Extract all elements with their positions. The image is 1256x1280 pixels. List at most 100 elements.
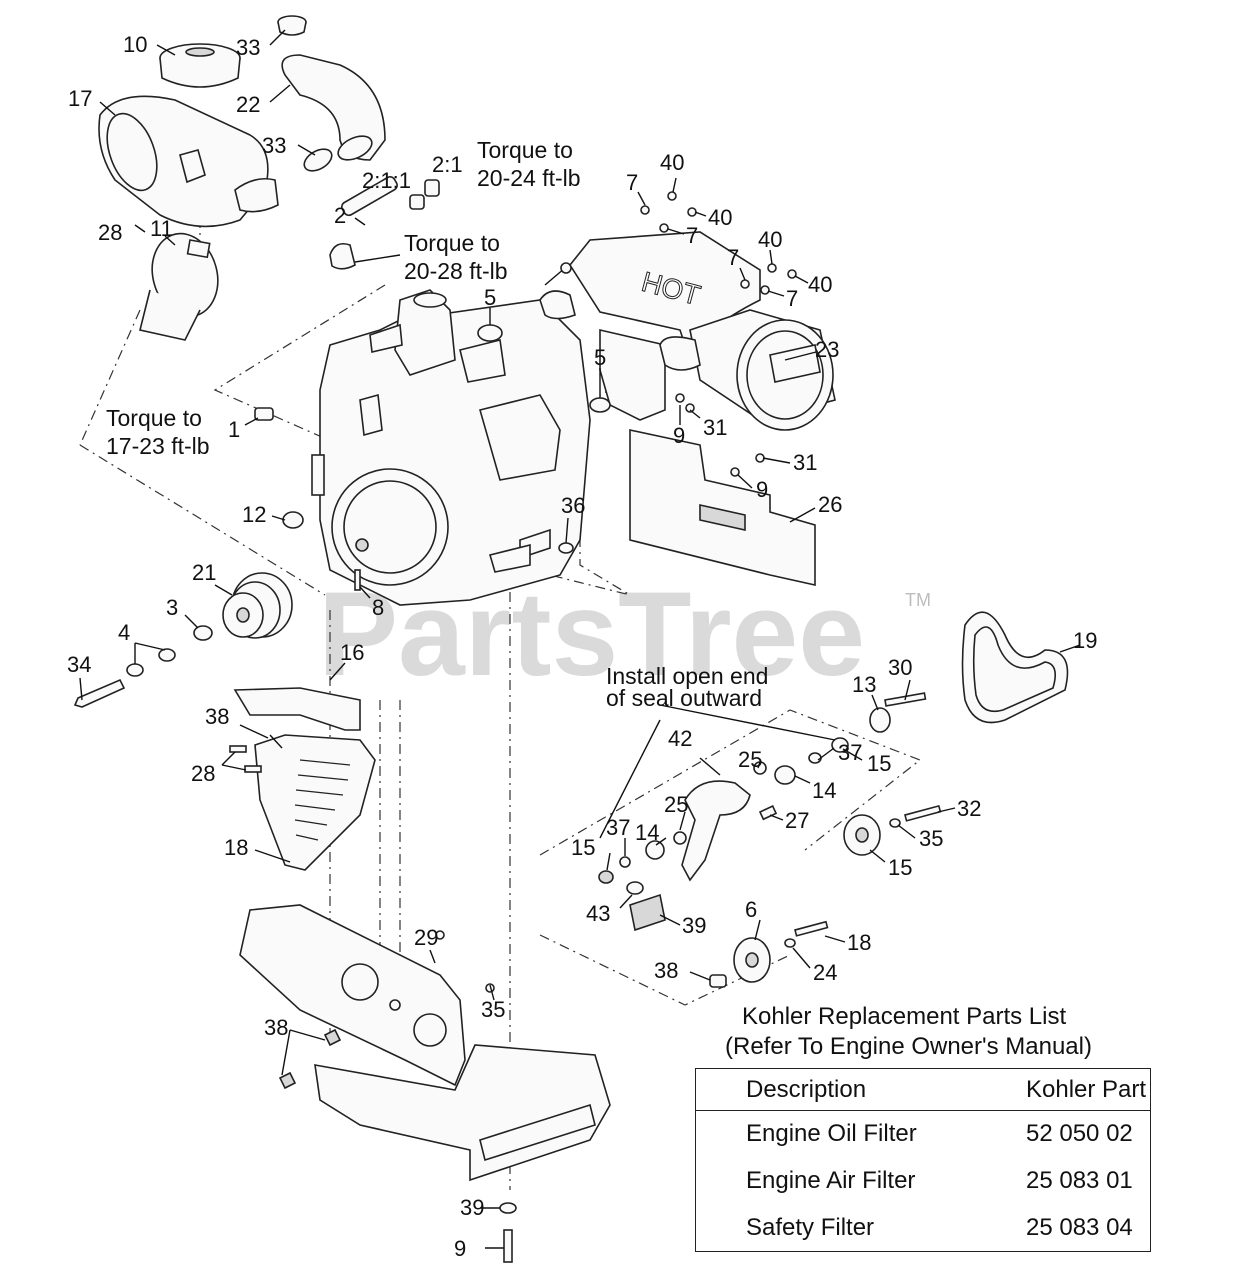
seal-note: of seal outward <box>606 685 762 711</box>
callout: 26 <box>818 492 842 517</box>
callout: 30 <box>888 655 912 680</box>
callout: 33 <box>262 133 286 158</box>
callout: 7 <box>686 223 698 248</box>
callout: 11 <box>150 216 173 241</box>
callout: 15 <box>571 835 595 860</box>
callout: 21 <box>192 560 216 585</box>
air-cleaner-bracket <box>134 224 219 341</box>
callout: 9 <box>756 477 768 502</box>
kohler-subtitle-line: (Refer To Engine Owner's Manual) <box>725 1033 1092 1060</box>
row-part-number: 25 083 04 <box>1026 1213 1133 1241</box>
torque-note: Torque to <box>404 230 500 256</box>
callout: 38 <box>654 958 678 983</box>
callout: 9 <box>673 423 685 448</box>
callout: 34 <box>67 652 91 677</box>
callout: 31 <box>703 415 727 440</box>
callout: 40 <box>808 272 832 297</box>
ratio-label: 2:1:1 <box>362 168 411 193</box>
torque-note: 20-28 ft-lb <box>404 258 508 284</box>
watermark-trademark: TM <box>905 590 931 610</box>
row-description: Engine Oil Filter <box>746 1120 917 1148</box>
torque-note: Torque to <box>477 137 573 163</box>
table-header-row: Description Kohler Part <box>695 1069 1151 1111</box>
callout: 7 <box>786 286 798 311</box>
callout: 5 <box>594 345 606 370</box>
callout: 23 <box>815 337 839 362</box>
kohler-parts-table: Description Kohler Part Engine Oil Filte… <box>695 1068 1151 1252</box>
callout: 5 <box>484 285 496 310</box>
callout: 14 <box>812 778 836 803</box>
header-description: Description <box>746 1075 867 1103</box>
callout: 22 <box>236 92 260 117</box>
callout: 29 <box>414 925 438 950</box>
callout: 35 <box>919 826 943 851</box>
callout: 28 <box>98 220 122 245</box>
callout: 40 <box>660 150 684 175</box>
kohler-title-line: Kohler Replacement Parts List <box>742 1003 1067 1030</box>
callout: 6 <box>745 897 757 922</box>
hardware <box>254 191 797 591</box>
leader-lines <box>79 29 1081 1249</box>
callout: 7 <box>727 245 739 270</box>
callout: 42 <box>668 726 692 751</box>
idler-arm-assembly <box>598 692 942 988</box>
callout: 31 <box>793 450 817 475</box>
callout: 27 <box>785 808 809 833</box>
callout: 40 <box>758 227 782 252</box>
callout: 28 <box>191 761 215 786</box>
callout: 40 <box>708 205 732 230</box>
header-kohler-part: Kohler Part <box>1026 1075 1147 1103</box>
table-row: Safety Filter 25 083 04 <box>696 1205 1151 1252</box>
callout: 33 <box>236 35 260 60</box>
callout: 13 <box>852 672 876 697</box>
callout: 9 <box>454 1236 466 1261</box>
kohler-parts-list-title: Kohler Replacement Parts List (Refer To … <box>700 1002 1160 1062</box>
callout: 16 <box>340 640 364 665</box>
callout: 14 <box>635 820 659 845</box>
row-part-number: 25 083 01 <box>1026 1167 1133 1194</box>
row-part-number: 52 050 02 <box>1026 1120 1133 1148</box>
callout: 43 <box>586 901 610 926</box>
callout: 8 <box>372 595 384 620</box>
callout: 17 <box>68 86 92 111</box>
drive-belt <box>961 611 1069 724</box>
callout: 36 <box>561 493 585 518</box>
row-description: Engine Air Filter <box>746 1167 916 1194</box>
heat-shield <box>629 429 816 586</box>
callout: 15 <box>867 751 891 776</box>
callout: 10 <box>123 32 147 57</box>
row-description: Safety Filter <box>746 1213 875 1241</box>
callout: 25 <box>664 792 688 817</box>
engine-block <box>311 262 591 606</box>
ratio-label: 2:1 <box>432 152 463 177</box>
callout: 15 <box>888 855 912 880</box>
torque-note: 17-23 ft-lb <box>106 433 210 459</box>
callout: 4 <box>118 620 130 645</box>
table-row: Engine Air Filter 25 083 01 <box>696 1158 1151 1205</box>
intake-elbow <box>277 15 386 172</box>
callout: 25 <box>738 747 762 772</box>
callout: 19 <box>1073 628 1097 653</box>
callout: 39 <box>460 1195 484 1220</box>
callout: 38 <box>264 1015 288 1040</box>
callout: 1 <box>228 417 240 442</box>
seal-note: Install open end <box>606 663 768 689</box>
callout-labels: 10 33 17 22 33 2 28 11 7 40 40 7 7 40 40… <box>67 32 1097 1261</box>
torque-notes: 2:1:1 2:1 Torque to 20-24 ft-lb Torque t… <box>106 137 768 711</box>
callout: 37 <box>838 740 862 765</box>
callout: 12 <box>242 502 266 527</box>
torque-note: Torque to <box>106 405 202 431</box>
callout: 38 <box>205 704 229 729</box>
callout: 2 <box>334 203 346 228</box>
callout: 39 <box>682 913 706 938</box>
callout: 7 <box>626 170 638 195</box>
engine-pulley <box>73 572 293 708</box>
torque-note: 20-24 ft-lb <box>477 165 581 191</box>
callout: 37 <box>606 815 630 840</box>
muffler: HOT <box>539 231 836 431</box>
air-cleaner-assembly <box>98 43 279 228</box>
table-row: Engine Oil Filter 52 050 02 <box>696 1111 1151 1158</box>
callout: 18 <box>224 835 248 860</box>
callout: 3 <box>166 595 178 620</box>
